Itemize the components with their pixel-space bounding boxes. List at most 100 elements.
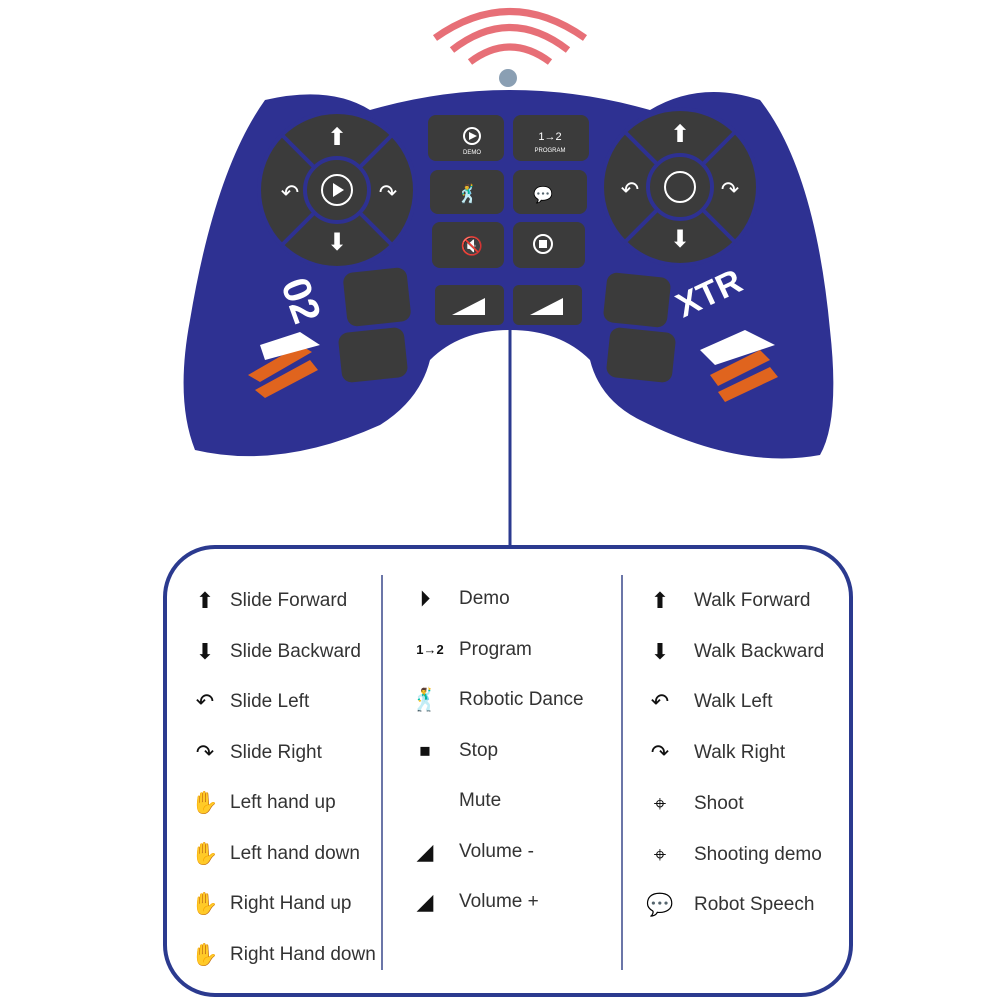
svg-text:🕺: 🕺 [457,183,479,204]
program-label: PROGRAM [534,148,565,154]
legend-item: ↶Walk Left [640,687,773,717]
legend-item: Mute [405,786,501,816]
mute-icon: 🔇 [461,235,483,256]
program-icon: 1→2 [416,642,444,657]
left-hand-down-icon: ✋ [191,840,219,866]
legend-item: ⬆ Slide Forward [185,586,347,616]
legend-label: Stop [459,739,499,761]
walk-backward-button[interactable]: ⬇ [670,226,690,253]
volume-down-icon: ◢ [416,838,434,864]
legend-item: ↶ Slide Left [185,687,309,717]
speech-button[interactable] [513,170,587,214]
right-hand-down-icon: ✋ [191,941,219,967]
legend-label: Shooting demo [694,843,822,865]
legend-item: ◢ Volume + [405,887,539,917]
crosshair-icon: ⌖ [653,790,667,816]
svg-text:1→2: 1→2 [538,131,561,143]
legend-label: Volume - [459,840,534,862]
left-dpad: ⬆ ⬇ ↶ ↷ [257,110,417,270]
remote-controller: ⬆ ⬇ ↶ ↷ ⬆ ⬇ ↶ ↷ DEMO 1→2 PROGRAM 🕺 💬 🔇 0… [183,8,834,545]
legend-item: ⬆ Walk Forward [640,586,811,616]
legend-item: ⬇ Walk Backward [640,637,824,667]
legend-item: ⏵ Demo [405,584,510,614]
legend-item: ⏹ Stop [405,736,498,766]
svg-text:💬: 💬 [533,185,553,204]
slide-forward-button[interactable]: ⬆ [327,124,347,151]
legend-item: ✋ Left hand down [185,839,360,869]
walk-forward-icon: ⬆ [650,588,670,613]
demo-button[interactable] [428,115,504,161]
legend-label: Program [459,638,532,660]
volume-up-button[interactable] [513,285,582,325]
demo-label: DEMO [463,150,481,156]
walk-left-icon: ↶ [650,689,670,715]
right-dpad: ⬆ ⬇ ↶ ↷ [600,107,760,267]
legend-item: ✋ Right Hand up [185,889,351,919]
legend-label: Robotic Dance [459,689,584,710]
walk-backward-icon: ⬇ [650,638,670,664]
left-hand-up-button[interactable] [342,267,411,327]
legend-label: Left hand down [230,842,360,864]
column-divider [381,575,383,970]
legend-label: Right Hand up [230,893,352,914]
blank-icon [405,786,445,816]
slide-left-button[interactable]: ↶ [281,180,299,205]
program-button[interactable] [513,115,589,161]
right-hand-up-button[interactable] [603,272,672,328]
arrow-up-icon: ⬆ [195,588,215,613]
curved-arrow-right-icon: ↷ [195,739,215,765]
slide-right-button[interactable]: ↷ [379,180,397,205]
legend-label: Slide Forward [230,590,348,611]
legend-label: Walk Right [694,742,786,764]
legend-label: Left hand up [230,792,336,813]
dance-icon: 🕺 [411,687,439,712]
arrow-down-icon: ⬇ [195,638,215,664]
center-buttons [338,115,677,384]
play-circle-icon: ⏵ [419,586,431,611]
walk-forward-button[interactable]: ⬆ [670,121,690,148]
legend-item: ⬇ Slide Backward [185,637,361,667]
legend-item: 🕺 Robotic Dance [405,685,584,715]
legend-label: Shoot [694,792,744,814]
mute-button[interactable] [432,222,504,268]
volume-down-button[interactable] [435,285,504,325]
legend-item: ◢ Volume - [405,837,534,867]
legend-item: ✋ Right Hand down [185,940,376,970]
left-stripes [248,345,318,398]
legend-label: Robot Speech [694,894,815,916]
legend-panel [163,545,853,997]
dance-button[interactable] [430,170,504,214]
walk-right-button[interactable]: ↷ [721,177,739,202]
slide-backward-button[interactable]: ⬇ [327,229,347,256]
legend-label: Slide Left [230,691,310,712]
legend-label: Slide Backward [230,640,361,662]
legend-label: Slide Right [230,741,322,763]
legend-label: Walk Forward [694,590,811,611]
legend-item: ⌖ Shoot [640,789,744,819]
walk-right-icon: ↷ [650,740,670,766]
crosshair-play-icon: ⌖ [653,841,667,867]
left-hand-up-icon: ✋ [191,790,219,815]
legend-item: ⌖ Shooting demo [640,840,822,870]
legend-label: Volume + [459,891,539,912]
led-icon [499,69,517,87]
stop-circle-icon: ⏹ [419,737,431,763]
right-hand-down-button[interactable] [606,327,677,384]
speech-icon: 💬 [646,892,674,918]
legend-item: ↷ Walk Right [640,738,785,768]
curved-arrow-left-icon: ↶ [195,689,215,714]
signal-waves-icon [432,8,588,65]
legend-label: Right Hand down [230,943,376,965]
shoot-button[interactable] [646,153,714,221]
legend-item: ✋ Left hand up [185,788,336,818]
column-divider [621,575,623,970]
legend-label: Walk Backward [694,640,825,662]
legend-item: 1→2 Program [405,635,532,665]
walk-left-button[interactable]: ↶ [621,177,639,202]
right-hand-up-icon: ✋ [191,891,219,916]
right-stripes [710,350,778,402]
stop-button[interactable] [513,222,585,268]
legend-label: Demo [459,588,510,609]
volume-up-icon: ◢ [416,889,434,914]
left-hand-down-button[interactable] [338,327,409,384]
